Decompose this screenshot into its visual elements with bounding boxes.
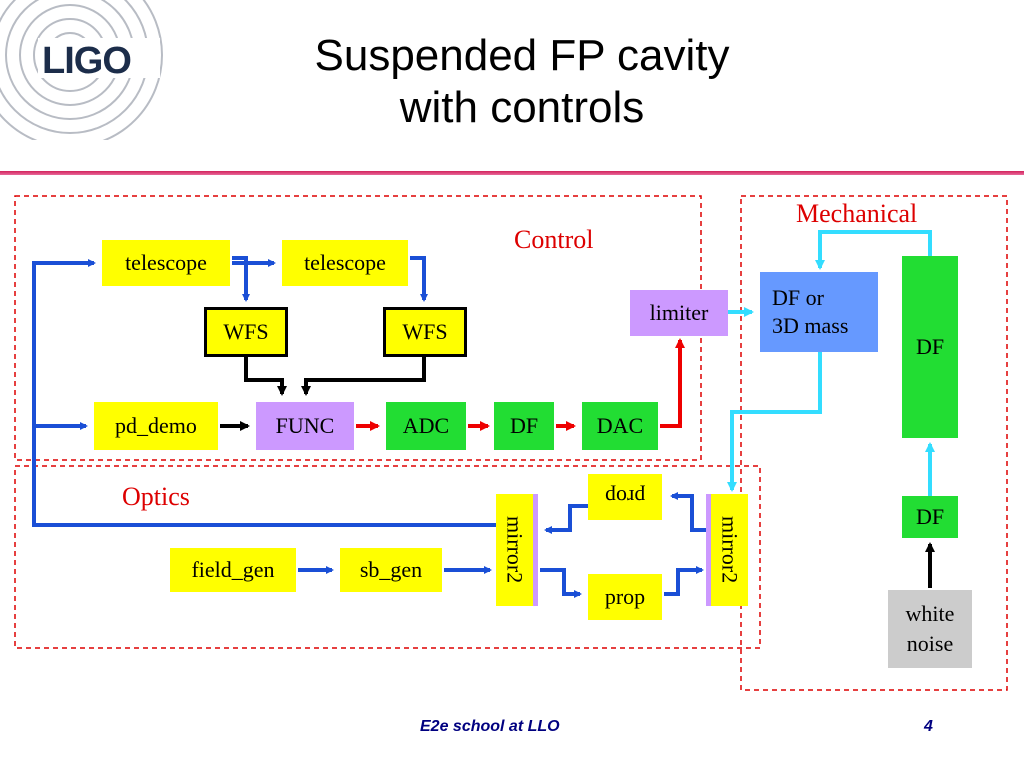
slide-title: Suspended FP cavity with controls	[0, 30, 1024, 134]
title-line-2: with controls	[399, 83, 645, 132]
arrow-telescope1-to-wfs1	[232, 256, 250, 302]
field-gen-box[interactable]: field_gen	[170, 548, 296, 592]
arrow-wfs2-to-func	[301, 356, 426, 396]
page-number: 4	[924, 718, 933, 735]
prop-bottom-box[interactable]: prop	[588, 574, 662, 620]
footer-text: E2e school at LLO	[420, 718, 560, 735]
arrow-telescope2-to-wfs2	[410, 256, 428, 302]
arrow-df-tall-to-mass	[815, 230, 932, 270]
mirror2-right-box[interactable]: mirror2	[706, 494, 748, 606]
df-3d-mass-line-2: 3D mass	[772, 313, 849, 338]
arrow-top-prop-to-mirror2	[544, 504, 588, 534]
arrow-mirror2-to-prop	[540, 568, 582, 598]
white-noise-line-2: noise	[906, 631, 954, 656]
arrow-dac-to-limiter	[660, 338, 685, 428]
ligo-logo: LIGO	[0, 0, 200, 148]
mirror2-left-label: mirror2	[502, 516, 528, 584]
arrow-mirror2-to-top-prop	[670, 492, 708, 532]
dac-box[interactable]: DAC	[582, 402, 658, 450]
arrow-mass-to-mirror2	[727, 352, 822, 492]
arrow-mirror2-to-telescope	[32, 259, 498, 527]
mirror2-right-label: mirror2	[717, 516, 743, 584]
optics-section-label: Optics	[122, 482, 190, 511]
title-line-1: Suspended FP cavity	[314, 31, 730, 80]
optics-frame	[14, 465, 761, 649]
prop-top-box[interactable]: prop	[588, 474, 662, 520]
wfs-box-2[interactable]: WFS	[383, 307, 467, 357]
control-frame	[14, 195, 702, 461]
mirror2-left-box[interactable]: mirror2	[496, 494, 538, 606]
ligo-logo-text: LIGO	[42, 40, 132, 82]
white-noise-box[interactable]: white noise	[888, 590, 972, 668]
telescope-box-1[interactable]: telescope	[102, 240, 230, 286]
func-box[interactable]: FUNC	[256, 402, 354, 450]
df-tall-box[interactable]: DF	[902, 256, 958, 438]
adc-box[interactable]: ADC	[386, 402, 466, 450]
sb-gen-box[interactable]: sb_gen	[340, 548, 442, 592]
control-section-label: Control	[514, 225, 594, 254]
wfs-box-1[interactable]: WFS	[204, 307, 288, 357]
limiter-box[interactable]: limiter	[630, 290, 728, 336]
arrow-wfs1-to-func	[244, 356, 287, 396]
title-rule	[0, 171, 1024, 175]
df-control-box[interactable]: DF	[494, 402, 554, 450]
prop-top-label: prop	[604, 485, 646, 510]
pd-demo-box[interactable]: pd_demo	[94, 402, 218, 450]
df-small-box[interactable]: DF	[902, 496, 958, 538]
arrow-prop-to-mirror2	[664, 566, 704, 596]
df-3d-mass-line-1: DF or	[772, 285, 824, 310]
mechanical-section-label: Mechanical	[796, 199, 918, 228]
telescope-box-2[interactable]: telescope	[282, 240, 408, 286]
white-noise-line-1: white	[905, 601, 955, 626]
df-3d-mass-box[interactable]: DF or 3D mass	[760, 272, 878, 352]
mechanical-frame	[740, 195, 1008, 691]
